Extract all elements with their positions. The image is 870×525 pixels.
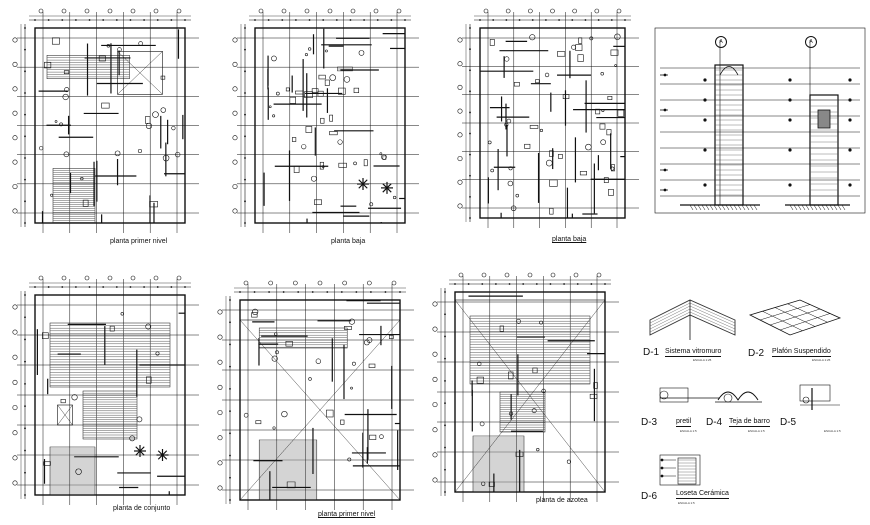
detail-code-d6: D-6 — [641, 491, 658, 502]
detail-code-d1: D-1 — [643, 347, 660, 358]
detail-name-d4: Teja de barro — [729, 418, 770, 427]
detail-scale-d4: ESCALA 1:5 — [748, 429, 765, 433]
detail-name-d1: Sistema vitromuro — [665, 348, 722, 357]
plan-caption-5: planta primer nivel — [318, 511, 376, 518]
detail-scale-d6: ESCALA 1:5 — [678, 501, 695, 505]
detail-code-d2: D-2 — [748, 348, 765, 359]
plan-planta-baja-1 — [232, 8, 419, 233]
detail-scale-d1: ESCALA 1:25 — [693, 358, 712, 362]
detail-code-d5: D-5 — [780, 417, 797, 428]
plan-caption-1: planta primer nivel — [110, 238, 168, 245]
detail-scale-d2: ESCALA 1:25 — [812, 358, 831, 362]
plan-caption-6: planta de azotea — [536, 497, 588, 504]
detail-scale-d3: ESCALA 1:5 — [680, 429, 697, 433]
detail-name-d6: Loseta Cerámica — [676, 490, 729, 499]
plan-caption-3: planta baja — [552, 236, 587, 243]
plan-caption-2: planta baja — [331, 238, 366, 245]
plan-planta-primer-nivel-2 — [217, 280, 414, 510]
details-group — [649, 299, 842, 486]
plan-caption-4: planta de conjunto — [113, 505, 171, 512]
detail-name-d3: pretil — [676, 418, 692, 427]
detail-code-d3: D-3 — [641, 417, 658, 428]
plan-planta-de-azotea — [432, 272, 619, 502]
section-axis-bubble-right: A — [805, 36, 817, 48]
plan-planta-primer-nivel-1 — [12, 8, 199, 233]
detail-name-d2: Plafón Suspendido — [772, 348, 831, 357]
detail-code-d4: D-4 — [706, 417, 723, 428]
section-axis-bubble-left: A — [715, 36, 727, 48]
plan-planta-baja-2 — [457, 8, 639, 228]
detail-scale-d5: ESCALA 1:5 — [824, 429, 841, 433]
plan-planta-de-conjunto — [12, 275, 199, 505]
section-drawing — [654, 27, 866, 214]
